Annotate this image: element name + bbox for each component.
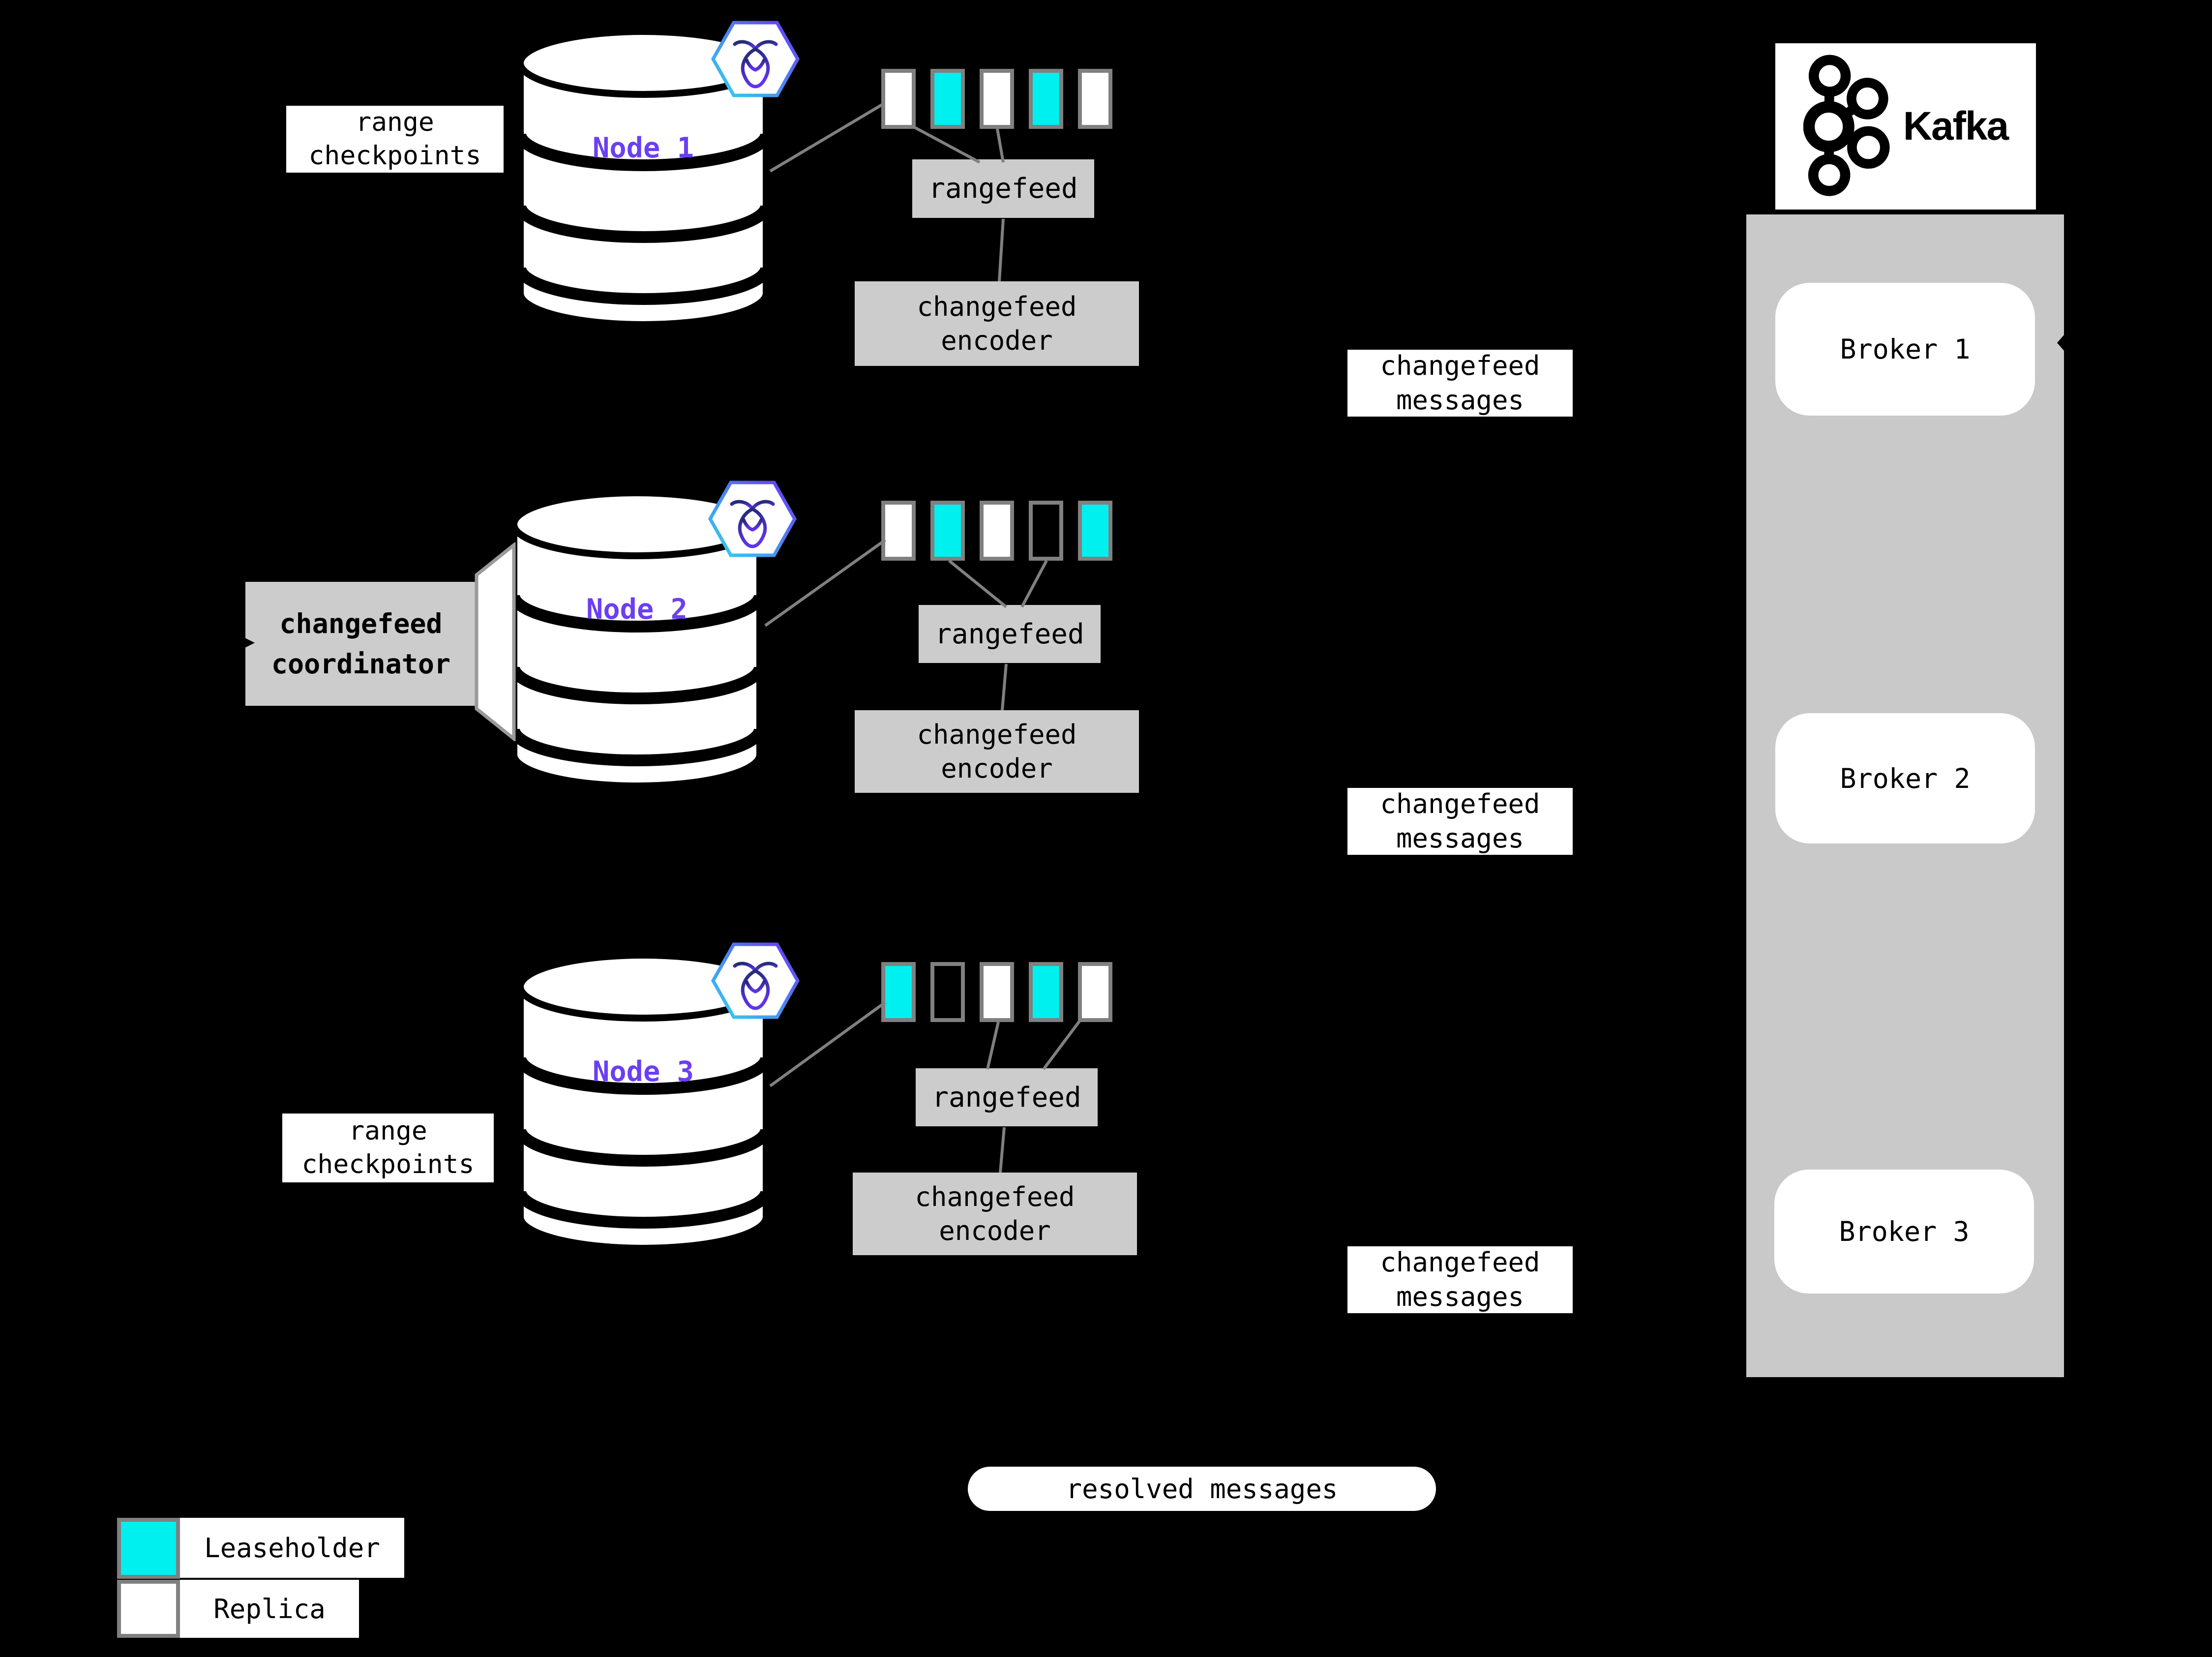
- node-2-title: Node 2: [586, 593, 688, 626]
- broker-1-box: Broker 1: [1775, 283, 2035, 416]
- kafka-icon: [1803, 54, 1890, 196]
- kafka-wordmark: Kafka: [1903, 104, 2009, 149]
- node1-block-to-rangefeed-line: [913, 125, 981, 164]
- range-block: [1078, 962, 1112, 1022]
- node2-block-to-rangefeed-line: [948, 559, 1007, 608]
- database-cylinder-icon: [515, 952, 771, 1252]
- node3-rangefeed-to-encoder-line: [999, 1127, 1006, 1173]
- range-checkpoints-line1: range: [356, 107, 434, 138]
- legend-replica-swatch: [117, 1580, 180, 1638]
- range-checkpoints-label-node3: range checkpoints: [282, 1114, 494, 1182]
- range-block: [881, 501, 916, 561]
- node-1-range-blocks: [881, 69, 1112, 129]
- node-3-range-blocks: [881, 962, 1112, 1022]
- encoder-line1: changefeed: [915, 1181, 1075, 1212]
- encoder-line1: changefeed: [917, 291, 1077, 322]
- node2-block-to-rangefeed-line: [1020, 560, 1048, 608]
- changefeed-encoder-box-node1: changefeed encoder: [855, 281, 1139, 366]
- range-block: [1078, 69, 1112, 129]
- range-block: [1029, 501, 1063, 561]
- range-block: [1029, 962, 1063, 1022]
- range-block: [980, 69, 1014, 129]
- node-2-range-blocks: [881, 501, 1112, 561]
- node1-cylinder-to-blocks-line: [769, 103, 884, 173]
- range-checkpoints-line2: checkpoints: [308, 141, 481, 171]
- messages-line2: messages: [1396, 823, 1524, 854]
- rangefeed-box-node3: rangefeed: [916, 1068, 1098, 1126]
- range-checkpoints-line2: checkpoints: [301, 1149, 475, 1179]
- node1-block-to-rangefeed-line: [996, 128, 1005, 163]
- messages-line1: changefeed: [1380, 788, 1540, 819]
- range-block: [1078, 501, 1112, 561]
- coordinator-pointer-flag: [475, 542, 516, 741]
- resolved-messages-pill: resolved messages: [968, 1467, 1436, 1511]
- range-block: [930, 501, 965, 561]
- coordinator-line1: changefeed: [279, 607, 443, 639]
- range-block: [1029, 69, 1063, 129]
- coordinator-line2: coordinator: [271, 648, 451, 680]
- node1-rangefeed-to-encoder-line: [998, 218, 1005, 282]
- messages-line2: messages: [1396, 1281, 1524, 1312]
- broker-2-box: Broker 2: [1775, 713, 2035, 844]
- node3-block-to-rangefeed-line: [986, 1022, 1000, 1070]
- range-block: [930, 962, 965, 1022]
- encoder-line1: changefeed: [917, 719, 1077, 750]
- encoder-line2: encoder: [941, 325, 1053, 356]
- encoder-line2: encoder: [941, 753, 1053, 784]
- changefeed-messages-label-2: changefeed messages: [1347, 788, 1573, 855]
- encoder-line2: encoder: [939, 1215, 1051, 1246]
- range-block: [980, 501, 1014, 561]
- messages-line2: messages: [1396, 385, 1524, 416]
- range-block: [980, 962, 1014, 1022]
- changefeed-encoder-box-node3: changefeed encoder: [853, 1173, 1137, 1255]
- cockroachdb-logo-icon: [711, 21, 800, 97]
- rangefeed-box-node1: rangefeed: [912, 159, 1094, 218]
- node-3-title: Node 3: [593, 1055, 694, 1088]
- changefeed-messages-label-1: changefeed messages: [1347, 350, 1573, 417]
- node3-block-to-rangefeed-line: [1042, 1020, 1081, 1070]
- range-block: [930, 69, 965, 129]
- range-block: [881, 962, 916, 1022]
- messages-line1: changefeed: [1380, 350, 1540, 381]
- range-checkpoints-line1: range: [349, 1116, 427, 1146]
- range-block: [881, 69, 916, 129]
- legend-leaseholder-label: Leaseholder: [180, 1518, 404, 1578]
- kafka-logo-box: Kafka: [1775, 43, 2036, 210]
- rangefeed-box-node2: rangefeed: [919, 605, 1101, 663]
- messages-line1: changefeed: [1380, 1246, 1540, 1278]
- node-1-title: Node 1: [593, 132, 694, 164]
- legend-leaseholder-swatch: [117, 1518, 180, 1579]
- database-cylinder-icon: [509, 489, 765, 789]
- cockroachdb-logo-icon: [708, 481, 797, 557]
- legend-replica-label: Replica: [180, 1580, 359, 1638]
- node2-rangefeed-to-encoder-line: [1001, 663, 1008, 711]
- changefeed-messages-label-3: changefeed messages: [1347, 1246, 1573, 1313]
- broker-3-box: Broker 3: [1774, 1170, 2034, 1294]
- changefeed-encoder-box-node2: changefeed encoder: [855, 710, 1139, 793]
- range-checkpoints-label-node1: range checkpoints: [286, 106, 504, 173]
- database-cylinder-icon: [515, 28, 771, 328]
- changefeed-coordinator-label: changefeed coordinator: [245, 582, 477, 706]
- cockroachdb-logo-icon: [711, 942, 800, 1019]
